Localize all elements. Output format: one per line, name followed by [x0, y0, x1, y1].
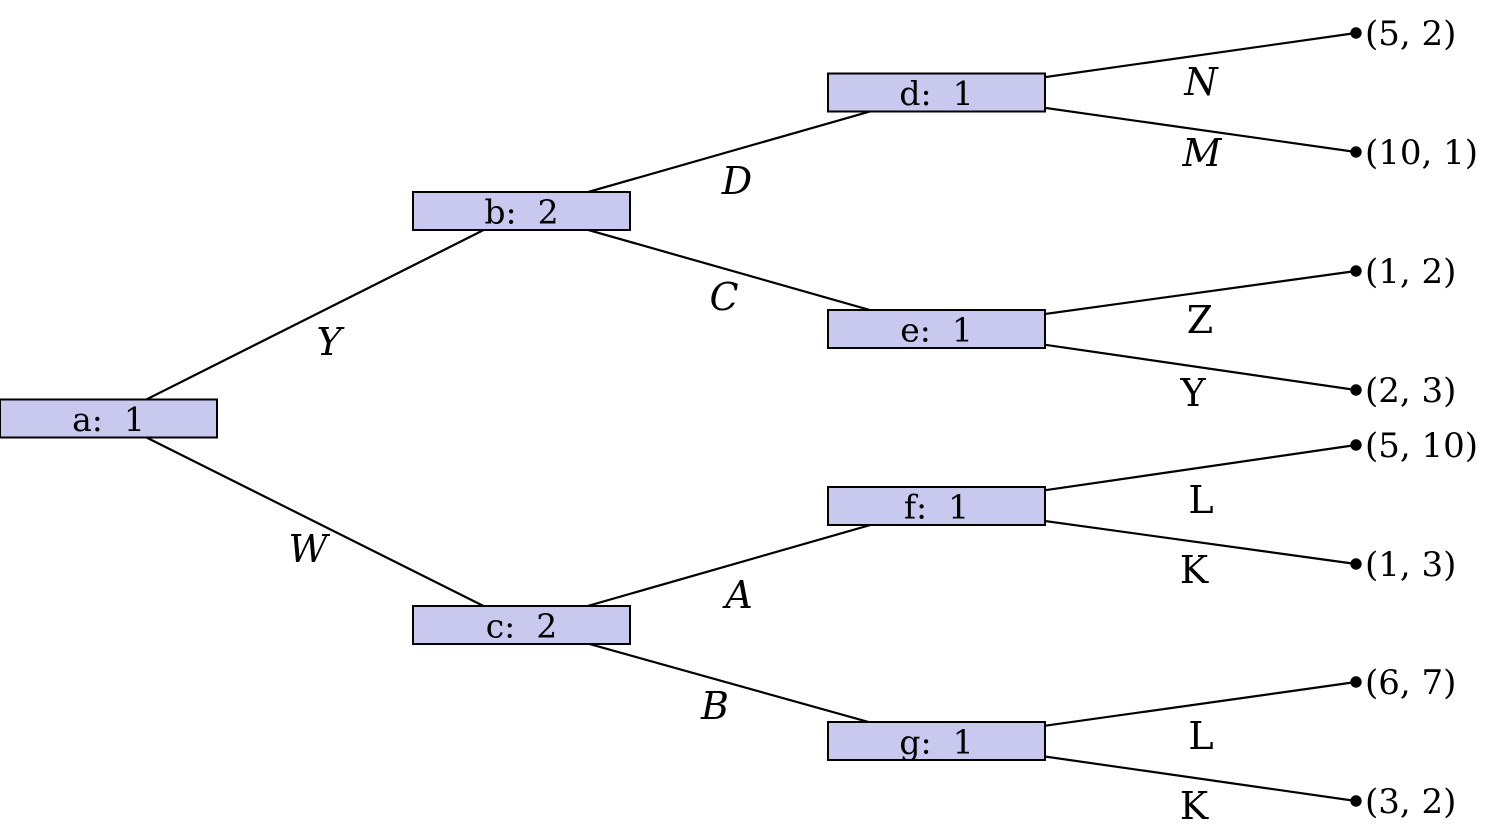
node-label-c: c: 2 — [486, 607, 558, 646]
tree-node-c — [412, 605, 631, 645]
payoff-label-l4: (2, 3) — [1365, 371, 1456, 411]
leaf-dot-l7 — [1350, 676, 1362, 688]
edge-label-b-e: C — [709, 275, 738, 319]
edge-label-a-b: Y — [316, 320, 345, 364]
node-label-d: d: 1 — [899, 74, 973, 113]
node-label-f: f: 1 — [904, 488, 969, 527]
edge-label-a-c: W — [288, 527, 330, 571]
edge-line-a-c — [108, 417, 522, 626]
edge-label-e-l3: Z — [1187, 298, 1213, 342]
leaf-dot-l6 — [1350, 558, 1362, 570]
tree-node-f — [827, 486, 1046, 526]
edge-label-f-l5: L — [1188, 478, 1213, 522]
edge-label-g-l7: L — [1188, 714, 1213, 758]
edge-label-c-f: A — [722, 573, 752, 617]
node-label-e: e: 1 — [900, 311, 973, 350]
edge-label-g-l8: K — [1180, 784, 1209, 828]
payoff-label-l2: (10, 1) — [1365, 133, 1478, 173]
edge-line-a-b — [108, 210, 522, 420]
tree-node-e — [827, 309, 1046, 349]
tree-node-g — [827, 721, 1046, 761]
leaf-dot-l4 — [1350, 384, 1362, 396]
leaf-dot-l8 — [1350, 795, 1362, 807]
payoff-label-l1: (5, 2) — [1365, 14, 1456, 54]
leaf-dot-l3 — [1350, 265, 1362, 277]
edge-label-f-l6: K — [1180, 548, 1209, 592]
edge-label-b-d: D — [721, 159, 752, 203]
edge-label-e-l4: Y — [1179, 371, 1206, 415]
node-label-b: b: 2 — [484, 193, 558, 232]
leaf-dot-l2 — [1350, 146, 1362, 158]
payoff-label-l7: (6, 7) — [1365, 663, 1456, 703]
edge-label-d-l2: M — [1182, 131, 1223, 175]
leaf-dot-l5 — [1350, 439, 1362, 451]
tree-node-d — [827, 72, 1046, 113]
payoff-label-l6: (1, 3) — [1365, 545, 1456, 585]
payoff-label-l8: (3, 2) — [1365, 782, 1456, 822]
tree-node-b — [412, 191, 631, 231]
edge-label-c-g: B — [700, 684, 729, 728]
tree-node-a — [0, 398, 218, 439]
payoff-label-l3: (1, 2) — [1365, 252, 1456, 292]
node-label-g: g: 1 — [899, 723, 973, 762]
payoff-label-l5: (5, 10) — [1365, 426, 1478, 466]
node-label-a: a: 1 — [72, 400, 145, 439]
leaf-dot-l1 — [1350, 27, 1362, 39]
edge-label-d-l1: N — [1183, 60, 1219, 104]
